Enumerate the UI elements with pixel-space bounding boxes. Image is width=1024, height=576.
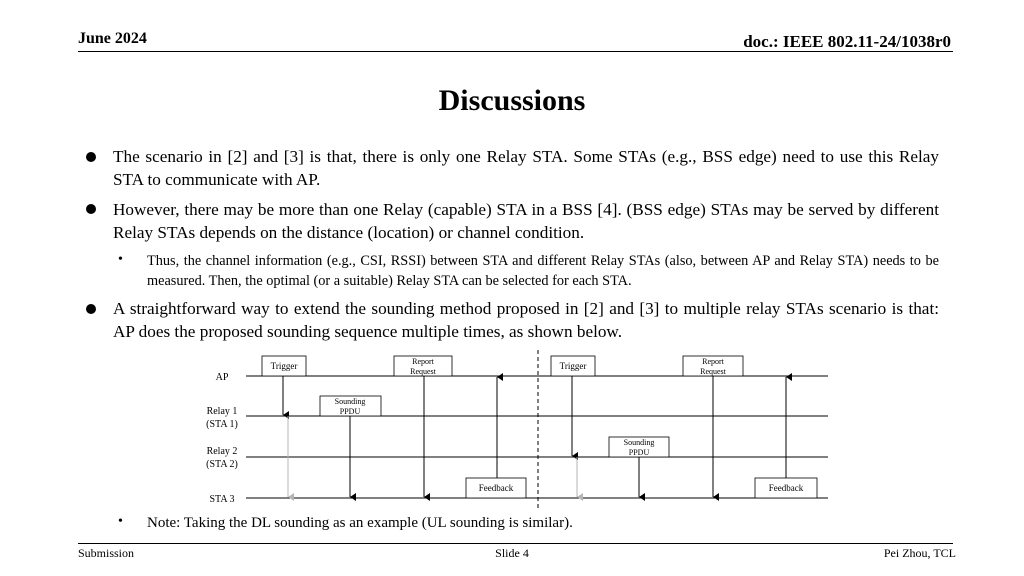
- sounding-label-2a: Sounding: [624, 438, 655, 447]
- box-trigger-1: [261, 355, 307, 377]
- bullet-text-2: However, there may be more than one Rela…: [113, 200, 939, 242]
- report-label-1a: Report: [412, 357, 435, 366]
- bullet-dot: [86, 204, 96, 214]
- sounding-label-1b: PPDU: [340, 407, 361, 416]
- timelines: [246, 375, 828, 499]
- note-text: Note: Taking the DL sounding as an examp…: [147, 515, 573, 531]
- feedback-label-1: Feedback: [479, 483, 514, 493]
- report-label-2a: Report: [702, 357, 725, 366]
- box-report-request-1: [393, 355, 453, 377]
- box-sounding-ppdu-1: [319, 395, 382, 417]
- footer-author: Pei Zhou, TCL: [883, 546, 956, 560]
- row-label-ap: AP: [216, 372, 229, 383]
- sounding-label-1a: Sounding: [335, 397, 366, 406]
- header-date: June 2024: [78, 30, 147, 47]
- bullet-text-3: A straightforward way to extend the soun…: [113, 299, 939, 341]
- header-doc-id: doc.: IEEE 802.11-24/1038r0: [743, 32, 951, 51]
- report-label-1b: Request: [410, 367, 437, 376]
- box-feedback-1: [465, 477, 527, 499]
- header-divider: [78, 51, 953, 52]
- feedback-label-2: Feedback: [769, 483, 804, 493]
- slide-title: Discussions: [438, 84, 586, 117]
- bullet-text-1: The scenario in [2] and [3] is that, the…: [113, 147, 939, 189]
- sub-bullet-text: Thus, the channel information (e.g., CSI…: [147, 253, 939, 289]
- sub-bullet-marker: •: [118, 252, 123, 267]
- sounding-label-2b: PPDU: [629, 448, 650, 457]
- box-trigger-2: [550, 355, 596, 377]
- footer-divider: [78, 543, 953, 544]
- row-label-relay2: Relay 2: [207, 446, 238, 457]
- box-feedback-2: [754, 477, 818, 499]
- bullet-dot: [86, 152, 96, 162]
- footer-submission: Submission: [78, 546, 135, 560]
- footer-slide-number: Slide 4: [495, 546, 529, 560]
- bullet-dot: [86, 304, 96, 314]
- row-label-relay2-sta: (STA 2): [206, 459, 238, 470]
- report-label-2b: Request: [700, 367, 727, 376]
- row-label-relay1-sta: (STA 1): [206, 419, 238, 430]
- trigger-label-2: Trigger: [560, 361, 587, 371]
- sub-bullet-marker: •: [118, 514, 123, 529]
- row-label-relay1: Relay 1: [207, 406, 238, 417]
- box-sounding-ppdu-2: [608, 436, 670, 458]
- trigger-label-1: Trigger: [271, 361, 298, 371]
- row-label-sta3: STA 3: [209, 494, 234, 505]
- box-report-request-2: [682, 355, 744, 377]
